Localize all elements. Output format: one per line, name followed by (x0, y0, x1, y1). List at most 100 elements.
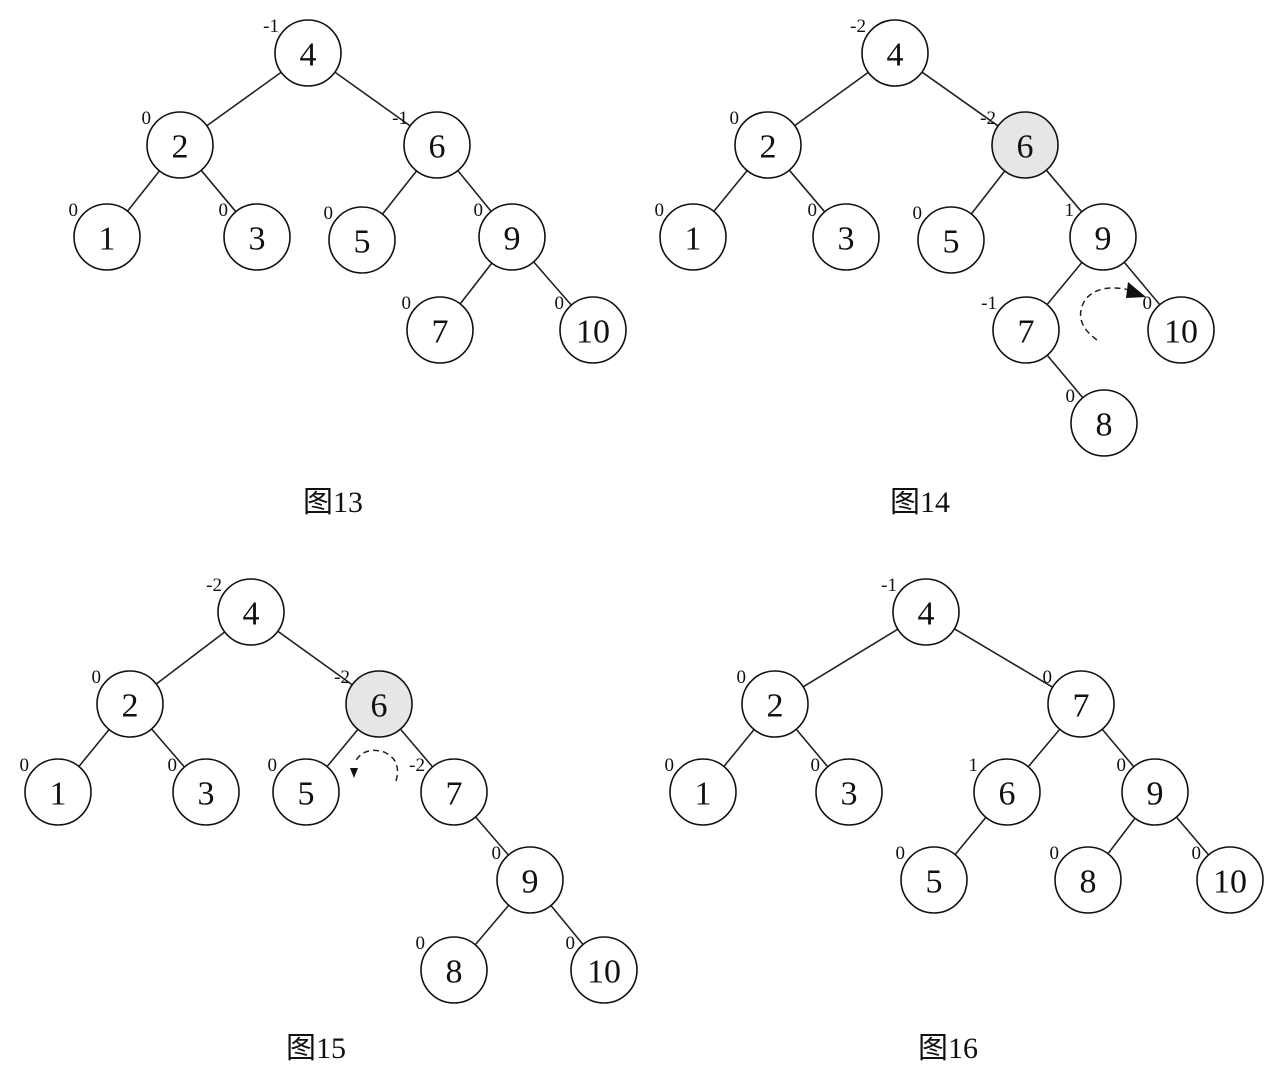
node-key-label: 5 (926, 864, 943, 901)
tree-node: 10 (655, 200, 727, 271)
node-key-label: 6 (1017, 129, 1034, 166)
node-key-label: 5 (298, 776, 315, 813)
balance-factor-label: 0 (655, 200, 665, 221)
node-circle (420, 758, 488, 826)
node-circle (659, 203, 727, 271)
balance-factor-label: 0 (730, 108, 740, 129)
tree-edge (150, 728, 186, 768)
tree-edge (381, 170, 418, 215)
tree-edge (788, 169, 826, 213)
balance-factor-label: -1 (263, 16, 279, 37)
tree-node: 100 (1143, 293, 1215, 364)
balance-factor-label: 0 (1192, 843, 1202, 864)
figure-caption: 图15 (286, 1032, 346, 1065)
tree-node: 6 -2 (980, 108, 1059, 179)
node-circle (861, 19, 929, 87)
tree-node: 20 (730, 108, 802, 179)
tree-node: 6-1 (392, 108, 471, 179)
balance-factor-label: -2 (980, 108, 996, 129)
node-key-label: 10 (576, 314, 610, 351)
tree-edge (921, 71, 999, 127)
figure-caption: 图16 (918, 1032, 978, 1065)
tree-node: 100 (566, 933, 638, 1004)
balance-factor-label: 0 (492, 843, 502, 864)
node-key-label: 9 (1147, 776, 1164, 813)
node-circle (172, 758, 240, 826)
tree-edge (970, 170, 1006, 215)
balance-factor-label: -2 (850, 16, 866, 37)
node-circle (917, 206, 985, 274)
tree-node: 4-2 (206, 575, 285, 646)
tree-node: 61 (969, 755, 1041, 826)
tree-node: 10 (69, 200, 141, 271)
tree-edge (1046, 261, 1083, 306)
tree-edge (795, 728, 829, 768)
balance-factor-label: -2 (334, 667, 350, 688)
tree-node: 20 (92, 667, 164, 738)
tree-node: 10 0 (555, 293, 627, 364)
node-circle (1070, 389, 1138, 457)
balance-factor-label: 0 (20, 755, 30, 776)
tree-node: 20 (142, 108, 214, 179)
node-circle (992, 296, 1060, 364)
node-key-label: 3 (249, 221, 266, 258)
node-circle (1047, 670, 1115, 738)
balance-factor-label: 0 (1050, 843, 1060, 864)
node-key-label: 10 (1164, 314, 1198, 351)
tree-node: 10 (20, 755, 92, 826)
node-circle (328, 206, 396, 274)
node-circle (812, 203, 880, 271)
tree-edge (334, 71, 411, 127)
tree-edge (399, 728, 434, 768)
rotation-arrow-icon (1079, 282, 1146, 341)
tree-edge (459, 262, 493, 305)
tree-edge (723, 729, 755, 767)
tree-node: 50 (913, 203, 985, 274)
node-key-label: 6 (999, 776, 1016, 813)
balance-factor-label: 0 (268, 755, 278, 776)
balance-factor-label: 0 (555, 293, 565, 314)
tree-node: 7-2 (409, 755, 488, 826)
tree-node: 20 (737, 667, 809, 738)
tree-node: 70 (402, 293, 474, 364)
balance-factor-label: -1 (881, 575, 897, 596)
node-key-label: 9 (522, 864, 539, 901)
rotation-arrow-icon (350, 749, 399, 782)
balance-factor-label: 0 (92, 667, 102, 688)
node-key-label: 2 (760, 129, 777, 166)
node-key-label: 2 (172, 129, 189, 166)
tree-edge (550, 904, 584, 946)
tree-edge (474, 904, 510, 946)
node-key-label: 7 (432, 314, 449, 351)
node-key-label: 8 (1080, 864, 1097, 901)
balance-factor-label: 0 (737, 667, 747, 688)
tree-node: 30 (808, 200, 880, 271)
tree-node: 90 (1117, 755, 1189, 826)
tree-edge (1027, 728, 1061, 768)
node-key-label: 2 (767, 688, 784, 725)
tree-edge (533, 261, 572, 306)
node-circle (403, 111, 471, 179)
unbalanced-node-circle (991, 111, 1059, 179)
node-circle (1147, 296, 1215, 364)
node-circle (900, 846, 968, 914)
tree-edge (1045, 169, 1083, 213)
node-circle (973, 758, 1041, 826)
node-key-label: 7 (1018, 314, 1035, 351)
tree-node: 30 (168, 755, 240, 826)
tree-node: 50 (896, 843, 968, 914)
balance-factor-label: -2 (409, 755, 425, 776)
tree-node: 90 (474, 200, 546, 271)
node-key-label: 3 (841, 776, 858, 813)
node-key-label: 1 (99, 221, 116, 258)
balance-factor-label: -2 (206, 575, 222, 596)
tree-edge (1101, 728, 1135, 768)
tree-edge (474, 816, 510, 856)
node-circle (73, 203, 141, 271)
tree-node: 50 (324, 203, 396, 274)
tree-edge (78, 729, 110, 767)
